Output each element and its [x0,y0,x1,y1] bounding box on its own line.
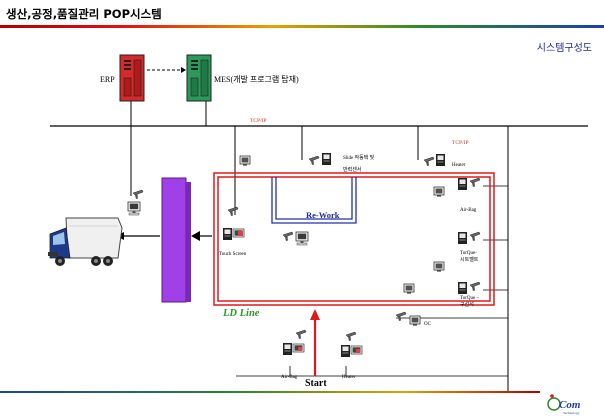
torque-scanner-2-icon [469,281,481,292]
torque-label-2b: 구선석 [460,301,474,308]
bottom-airbag-scanner-icon [295,329,307,340]
oc-monitor-icon [409,315,421,327]
rework-loop-outer [271,177,357,224]
slide-station-icon [322,153,331,165]
touch-screen-label: Touch Screen [219,252,247,257]
mes-server-icon [186,54,212,102]
torque-station-2-icon [458,282,467,294]
svg-text:Technology: Technology [563,411,580,415]
start-arrow-head [310,309,320,320]
ld-line-box-outer [213,172,495,306]
ld-line-box-inner [217,176,491,302]
heater-top-label: Heater [452,163,466,168]
tcpip-left-label: TCP/IP [250,118,267,124]
ld-line-label: LD Line [222,308,260,319]
tower-icon [161,177,187,303]
erp-label: ERP [100,75,115,84]
title-divider [0,25,604,28]
oc-scanner-icon [395,311,407,322]
torque-seatbelt-label-2: 시트벨트 [460,256,479,263]
airbag-right-label: Air-Bag [460,208,477,213]
line-to-tower-arrow [191,231,200,241]
station-monitor-icon [239,155,251,167]
diagram-subtitle: 시스템구성도 [536,43,592,54]
start-label: Start [305,378,327,389]
airbag-scanner-icon [469,177,481,188]
rework-label: Re-Work [306,210,340,220]
svg-text:Com: Com [559,399,581,411]
company-logo: Com Technology [547,394,581,415]
slide-label-line2: 반력센서 [343,166,361,173]
tcpip-right-label: TCP/IP [452,140,469,146]
line-monitor-icon-2 [433,261,445,273]
rework-scanner-icon [282,231,294,242]
torque-seatbelt-station-icon [458,232,467,244]
bottom-heater-scanner-icon [345,331,357,342]
rework-loop-inner [275,177,353,220]
erp-server-icon [119,54,145,102]
airbag-station-icon [458,178,467,190]
tower-scanner-icon [132,189,144,200]
touch-scanner-icon [227,206,239,217]
mes-label: MES(개발 프로그램 탑재) [214,74,299,84]
bottom-heater-label: Heater [342,375,356,380]
heater-scanner-icon [423,156,435,167]
torque-label-2a: TorQue – [460,296,479,301]
tower-workstation-icon [127,201,141,216]
oc-label: OC [424,322,432,327]
slide-scanner-icon [308,155,320,166]
footer-divider [0,391,540,393]
heater-station-icon [436,154,445,166]
torque-seatbelt-scanner-icon [469,231,481,242]
line-monitor-icon-3 [403,283,415,295]
slide-label-line1: Slide 작동택 및 [343,154,375,161]
line-monitor-icon-1 [433,186,445,198]
truck-icon [48,217,123,266]
page-title: 생산,공정,품질관리 POP시스템 [6,7,162,21]
bottom-airbag-label: Air-Bag [281,375,298,380]
rework-workstation-icon [295,231,309,246]
torque-seatbelt-label-1: TorQue- [460,251,477,256]
